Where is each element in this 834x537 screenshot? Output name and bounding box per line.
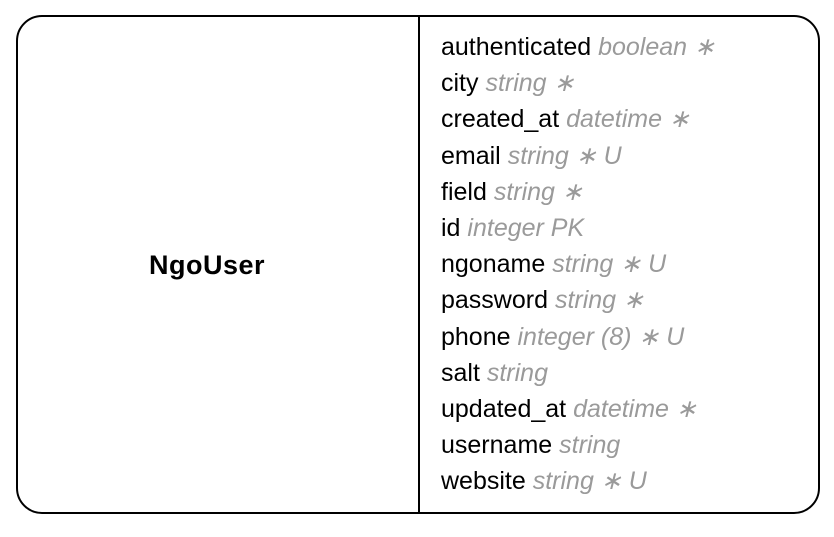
attribute-type: string ∗ U xyxy=(532,467,647,496)
attribute-row: ngoname string ∗ U xyxy=(441,246,818,282)
attribute-name: ngoname xyxy=(441,250,546,279)
attribute-name: field xyxy=(441,177,487,206)
attribute-row: authenticated boolean ∗ xyxy=(441,29,818,65)
attribute-name: password xyxy=(441,286,548,315)
attribute-type: integer PK xyxy=(467,213,585,242)
attribute-type: string ∗ xyxy=(485,69,575,98)
attribute-name: phone xyxy=(441,322,511,351)
attribute-list: authenticated boolean ∗city string ∗crea… xyxy=(441,29,818,499)
attribute-type: string ∗ xyxy=(554,286,644,315)
entity-name-cell: NgoUser xyxy=(18,17,420,512)
entity-box: NgoUser authenticated boolean ∗city stri… xyxy=(16,15,820,514)
attribute-type: datetime ∗ xyxy=(573,394,697,423)
attribute-type: datetime ∗ xyxy=(566,105,690,134)
attribute-name: city xyxy=(441,69,479,98)
attribute-row: password string ∗ xyxy=(441,282,818,318)
attribute-name: email xyxy=(441,141,501,170)
attribute-row: username string xyxy=(441,427,818,463)
attribute-name: created_at xyxy=(441,105,560,134)
attribute-type: string xyxy=(486,358,548,387)
attribute-type: integer (8) ∗ U xyxy=(517,322,685,351)
attribute-name: id xyxy=(441,213,461,242)
attribute-type: string ∗ U xyxy=(552,250,667,279)
attribute-name: username xyxy=(441,431,553,460)
attribute-name: updated_at xyxy=(441,394,567,423)
attribute-row: phone integer (8) ∗ U xyxy=(441,319,818,355)
attribute-row: created_at datetime ∗ xyxy=(441,101,818,137)
attribute-row: salt string xyxy=(441,355,818,391)
attribute-row: id integer PK xyxy=(441,210,818,246)
attribute-name: website xyxy=(441,467,526,496)
attribute-row: website string ∗ U xyxy=(441,463,818,499)
attribute-row: email string ∗ U xyxy=(441,138,818,174)
attribute-type: boolean ∗ xyxy=(598,33,715,61)
attribute-row: field string ∗ xyxy=(441,174,818,210)
entity-name: NgoUser xyxy=(148,250,266,280)
attribute-cell: authenticated boolean ∗city string ∗crea… xyxy=(420,17,818,512)
attribute-type: string ∗ xyxy=(493,177,583,206)
attribute-name: authenticated xyxy=(441,33,592,61)
attribute-row: updated_at datetime ∗ xyxy=(441,391,818,427)
attribute-type: string ∗ U xyxy=(507,141,622,170)
attribute-row: city string ∗ xyxy=(441,65,818,101)
attribute-type: string xyxy=(559,431,621,460)
attribute-name: salt xyxy=(441,358,480,387)
